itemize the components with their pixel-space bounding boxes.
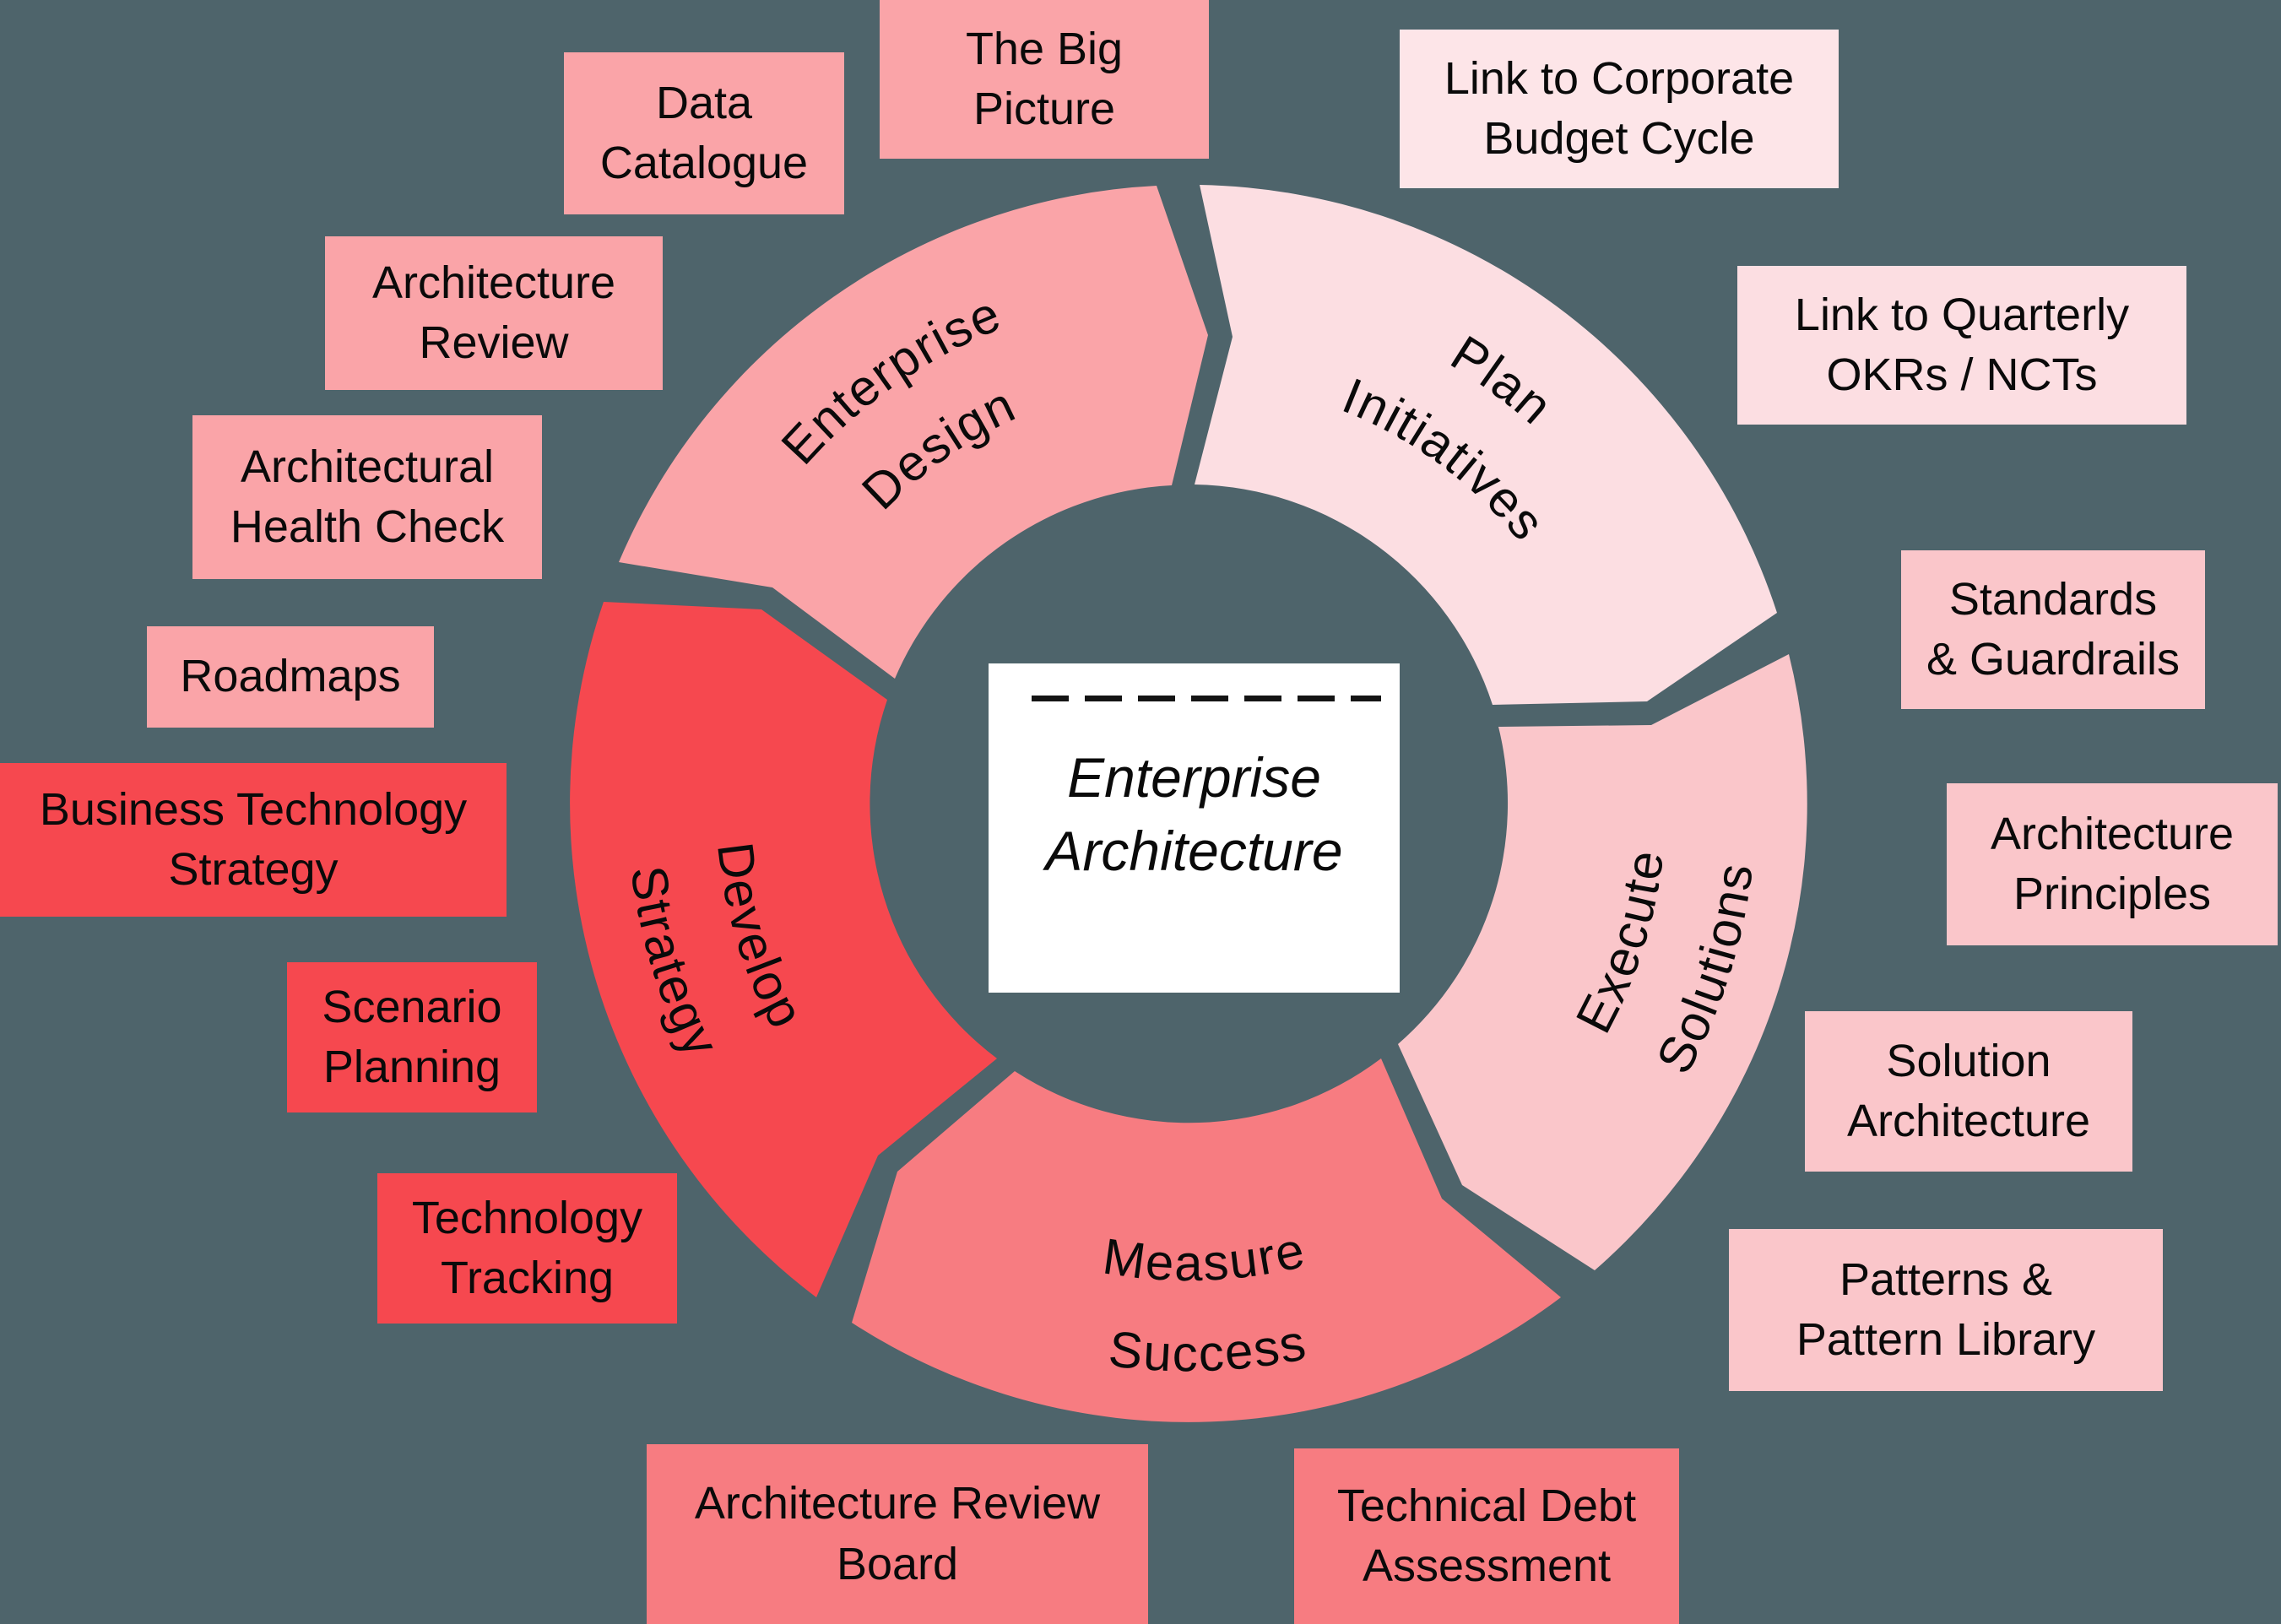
callout-link-quarterly-okrs-ncts: Link to Quarterly OKRs / NCTs: [1737, 266, 2186, 425]
callout-text: Architecture: [1846, 1096, 2091, 1146]
callout-text: Roadmaps: [180, 651, 401, 702]
callout-text: Tracking: [440, 1253, 615, 1303]
callout-standards-guardrails: Standards & Guardrails: [1901, 550, 2205, 709]
callout-text: Strategy: [168, 844, 339, 895]
segment-enterprise-design: [619, 186, 1208, 679]
callout-text: Technology: [411, 1192, 643, 1243]
callout-text: Architecture Review: [694, 1478, 1101, 1529]
callout-business-technology-strategy: Business Technology Strategy: [0, 763, 507, 917]
callout-text: Scenario: [322, 981, 502, 1032]
callout-text: Link to Quarterly: [1794, 289, 2130, 340]
callout-text: Budget Cycle: [1483, 113, 1755, 164]
clipped-text-artifact: [1032, 696, 1381, 701]
callout-roadmaps: Roadmaps: [147, 626, 434, 728]
callout-text: & Guardrails: [1926, 634, 2181, 685]
callout-text: OKRs / NCTs: [1826, 349, 2098, 400]
callout-technology-tracking: Technology Tracking: [377, 1173, 677, 1324]
callout-text: Data: [655, 77, 753, 128]
segment-measure-success: [852, 1058, 1561, 1422]
segment-execute-solutions: [1398, 654, 1807, 1270]
callout-text: Health Check: [230, 501, 505, 552]
callout-text: Principles: [2013, 869, 2212, 919]
callout-text: Architecture: [371, 257, 616, 308]
center-title-card: Enterprise Architecture: [989, 663, 1400, 993]
callout-architecture-review: Architecture Review: [325, 236, 663, 390]
callout-text: Catalogue: [599, 138, 809, 188]
callout-text: Architecture: [1990, 808, 2235, 859]
center-title: Enterprise Architecture: [989, 741, 1400, 888]
callout-patterns-pattern-library: Patterns & Pattern Library: [1729, 1229, 2163, 1391]
callout-link-corporate-budget-cycle: Link to Corporate Budget Cycle: [1400, 30, 1839, 188]
callout-text: Architectural: [240, 441, 495, 492]
callout-text: Board: [836, 1538, 959, 1589]
callout-text: The Big: [965, 23, 1124, 74]
callout-text: Picture: [973, 84, 1116, 134]
callout-scenario-planning: Scenario Planning: [287, 962, 537, 1112]
callout-text: Standards: [1948, 573, 2158, 625]
callout-architectural-health-check: Architectural Health Check: [192, 415, 542, 579]
callout-text: Business Technology: [39, 783, 468, 835]
callout-text: Technical Debt: [1336, 1480, 1637, 1531]
center-title-line1: Enterprise: [1067, 746, 1321, 809]
callout-data-catalogue: Data Catalogue: [564, 52, 844, 214]
callout-text: Review: [419, 317, 569, 368]
center-title-line2: Architecture: [1045, 820, 1343, 883]
callout-technical-debt-assessment: Technical Debt Assessment: [1294, 1448, 1679, 1624]
segment-develop-strategy: [570, 602, 997, 1297]
callout-text: Planning: [322, 1042, 501, 1092]
callout-solution-architecture: Solution Architecture: [1805, 1011, 2132, 1172]
callout-architecture-principles: Architecture Principles: [1947, 783, 2278, 945]
callout-big-picture: The Big Picture: [880, 0, 1209, 159]
callout-text: Assessment: [1362, 1540, 1612, 1591]
segment-plan-initiatives: [1195, 185, 1777, 705]
callout-text: Pattern Library: [1796, 1314, 2096, 1365]
callout-architecture-review-board: Architecture Review Board: [647, 1444, 1148, 1624]
callout-text: Solution: [1886, 1035, 2051, 1086]
callout-text: Patterns &: [1839, 1253, 2053, 1305]
callout-text: Link to Corporate: [1444, 52, 1795, 104]
